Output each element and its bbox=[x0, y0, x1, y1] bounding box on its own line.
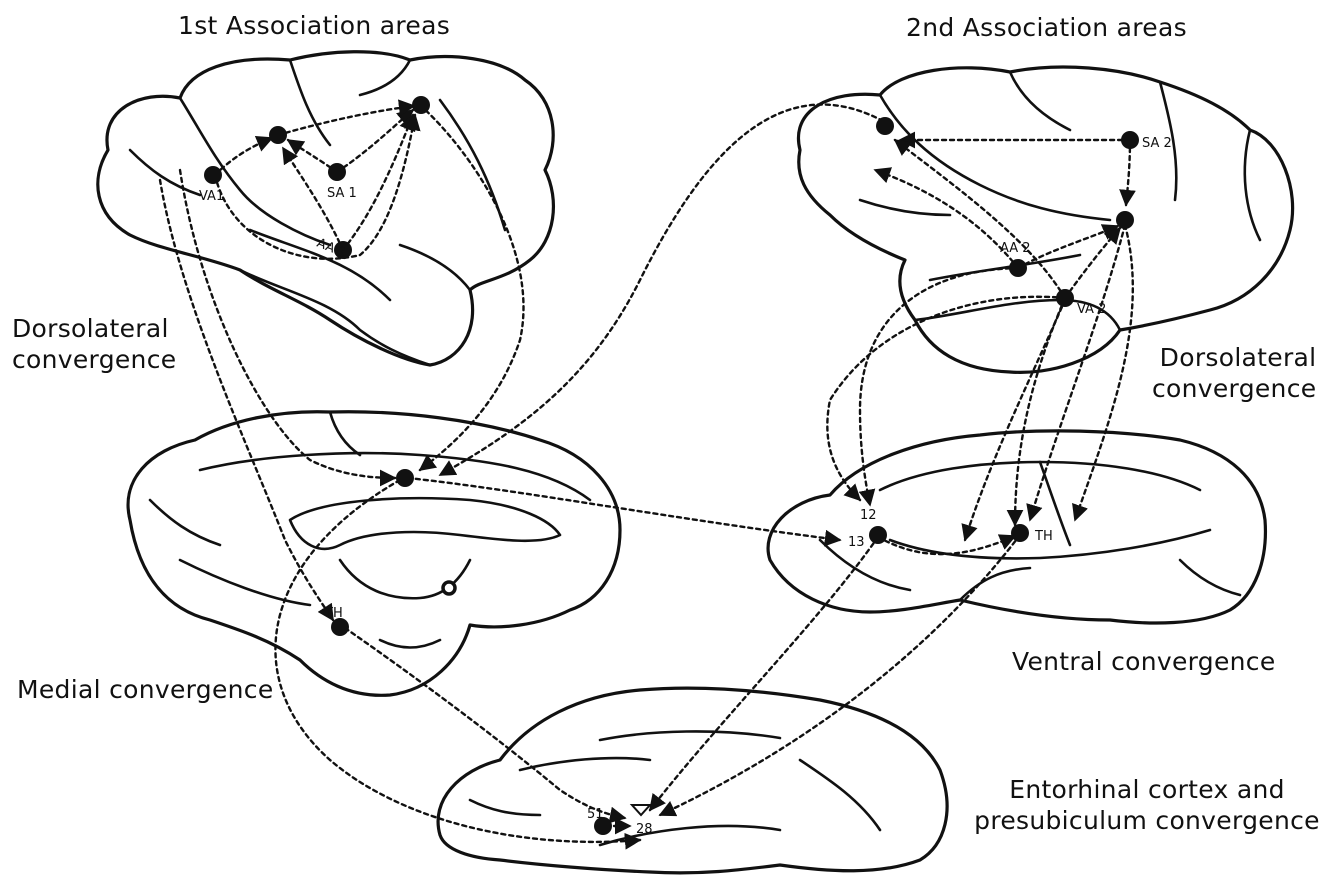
heading-first-association: 1st Association areas bbox=[178, 10, 450, 41]
label-line: Dorsolateral bbox=[12, 313, 176, 344]
node-label-area-12: 12 bbox=[860, 508, 877, 523]
brain-sulcus bbox=[960, 568, 1030, 600]
brain-sulcus bbox=[860, 200, 950, 215]
node-label-th-medial: TH bbox=[324, 606, 343, 621]
connection-arrow bbox=[160, 180, 333, 620]
node-label-aa2: AA 2 bbox=[1000, 241, 1031, 256]
node-second-association-frontal bbox=[876, 117, 894, 135]
brain-sulcus bbox=[290, 498, 560, 549]
connection-arrow bbox=[878, 536, 1015, 554]
brain-sulcus bbox=[130, 150, 200, 195]
node-first-association-top bbox=[412, 96, 430, 114]
area-nodes bbox=[204, 96, 1139, 835]
label-line: Entorhinal cortex and bbox=[958, 774, 1336, 805]
brain-sulcus bbox=[930, 255, 1080, 280]
brain-lateral-second-association bbox=[798, 67, 1292, 372]
connection-arrow bbox=[345, 628, 625, 818]
brain-sulcus bbox=[470, 800, 540, 815]
connection-arrow bbox=[1065, 228, 1120, 298]
node-label-aa1: AA 1 bbox=[315, 236, 349, 261]
brain-sulcus bbox=[1245, 130, 1260, 240]
brain-medial-view bbox=[128, 412, 620, 696]
node-label-th-ventral: TH bbox=[1034, 529, 1053, 544]
brain-sulcus bbox=[330, 412, 360, 455]
node-label-sa1: SA 1 bbox=[327, 186, 357, 201]
brain-sulcus bbox=[380, 640, 440, 648]
node-va2 bbox=[1056, 289, 1074, 307]
node-hollow-marker bbox=[443, 582, 455, 594]
connection-arrow bbox=[408, 478, 840, 540]
connection-arrow bbox=[650, 537, 878, 810]
connection-arrow bbox=[660, 535, 1020, 815]
connection-arrow bbox=[215, 115, 415, 259]
node-label-area-13: 13 bbox=[848, 535, 865, 550]
brain-sulcus bbox=[360, 60, 410, 95]
connection-arrow bbox=[875, 170, 1018, 268]
brain-sulcus bbox=[600, 826, 780, 845]
brain-sulcus bbox=[800, 760, 880, 830]
brain-sulcus bbox=[1010, 72, 1070, 130]
connection-arrow bbox=[895, 140, 1065, 298]
connection-arrow bbox=[440, 105, 890, 475]
brain-sulcus bbox=[1180, 560, 1240, 595]
brain-sulcus bbox=[520, 758, 650, 770]
node-label-sa2: SA 2 bbox=[1142, 136, 1172, 151]
node-sa2 bbox=[1121, 131, 1139, 149]
connection-arrow bbox=[1075, 225, 1133, 520]
node-second-association-center bbox=[1116, 211, 1134, 229]
brain-sulcus bbox=[180, 98, 330, 245]
connection-paths bbox=[160, 105, 1133, 842]
node-area-12-13 bbox=[869, 526, 887, 544]
label-line: convergence bbox=[12, 344, 176, 375]
node-va1 bbox=[204, 166, 222, 184]
connection-arrow bbox=[1015, 298, 1065, 525]
brain-sulcus bbox=[240, 270, 430, 365]
connection-arrow bbox=[278, 106, 414, 135]
label-line: Dorsolateral bbox=[1152, 342, 1316, 373]
brain-sulcus bbox=[150, 500, 220, 545]
brain-sulcus bbox=[180, 560, 310, 605]
brain-sulcus bbox=[400, 245, 470, 290]
node-aa2 bbox=[1009, 259, 1027, 277]
brain-outline bbox=[798, 67, 1292, 372]
label-entorhinal-convergence: Entorhinal cortex and presubiculum conve… bbox=[958, 774, 1336, 836]
brain-sulcus bbox=[290, 60, 330, 145]
brain-outline bbox=[438, 688, 947, 873]
connection-arrow bbox=[860, 268, 1018, 505]
node-label-va2: VA 2 bbox=[1077, 302, 1106, 317]
label-line: presubiculum convergence bbox=[958, 805, 1336, 836]
brain-sulcus bbox=[820, 540, 910, 590]
label-dorsolateral-left: Dorsolateral convergence bbox=[12, 313, 176, 375]
node-first-association-center bbox=[269, 126, 287, 144]
brain-sulcus bbox=[880, 95, 1110, 220]
brain-entorhinal-view bbox=[438, 688, 947, 873]
connection-arrow bbox=[343, 115, 413, 250]
node-sa1 bbox=[328, 163, 346, 181]
heading-second-association: 2nd Association areas bbox=[906, 12, 1187, 43]
node-area-28-marker bbox=[632, 805, 650, 815]
node-cingulate bbox=[396, 469, 414, 487]
connection-arrow bbox=[1126, 140, 1130, 205]
label-medial-convergence: Medial convergence bbox=[17, 674, 274, 705]
node-label-va1: VA1 bbox=[199, 189, 224, 204]
node-label-area-51: 51 bbox=[587, 807, 604, 822]
node-th-ventral bbox=[1011, 524, 1029, 542]
node-label-area-28: 28 bbox=[636, 822, 653, 837]
brain-sulcus bbox=[600, 731, 780, 740]
label-ventral-convergence: Ventral convergence bbox=[1012, 646, 1276, 677]
label-dorsolateral-right: Dorsolateral convergence bbox=[1152, 342, 1316, 404]
label-line: convergence bbox=[1152, 373, 1316, 404]
